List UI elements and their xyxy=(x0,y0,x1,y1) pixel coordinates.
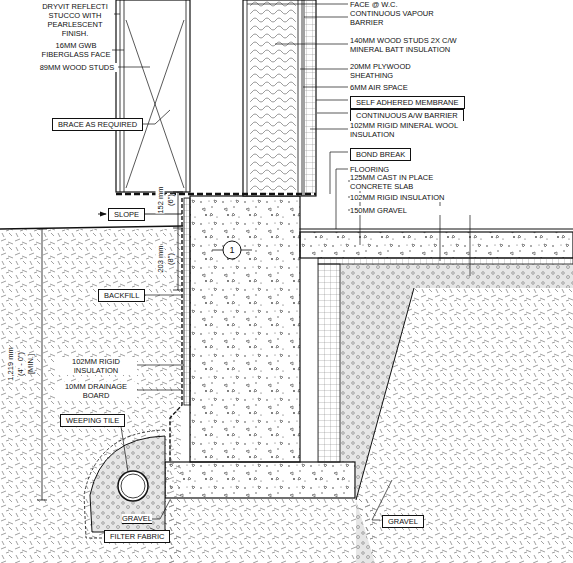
annotation-label: 150MM GRAVEL xyxy=(350,206,490,215)
annotation-label: 140MM WOOD STUDS 2X C/W MINERAL BATT INS… xyxy=(350,36,460,54)
annotation-label: 102MM RIGID MINERAL WOOL INSULATION xyxy=(350,121,470,139)
annotation-label: 89MM WOOD STUDS xyxy=(36,63,118,72)
annotation-label: GRAVEL xyxy=(382,515,424,528)
callout-number: 1 xyxy=(229,246,234,255)
annotation-label: GRAVEL xyxy=(122,514,152,524)
annotation-label: 102MM RIGID INSULATION xyxy=(55,357,137,375)
annotation-label: FILTER FABRIC xyxy=(104,530,170,543)
annotation-label: SELF ADHERED MEMBRANE xyxy=(350,96,465,109)
annotation-label: BRACE AS REQUIRED xyxy=(52,118,143,131)
dimension-text: (6") xyxy=(166,194,175,206)
annotation-label: 10MM DRAINAGE BOARD xyxy=(55,382,137,400)
dimension-text: 152 mm xyxy=(156,186,165,213)
annotation-label: 6MM AIR SPACE xyxy=(350,83,490,92)
dimension-text: 1,219 mm xyxy=(6,347,15,380)
annotation-label: 125MM CAST IN PLACE CONCRETE SLAB xyxy=(350,173,440,191)
annotation-label: 16MM GWB FIBERGLASS FACE xyxy=(40,41,112,59)
dimension-text: [MIN.] xyxy=(26,354,35,374)
dimension-text: (8") xyxy=(166,253,175,265)
annotation-label: SLOPE xyxy=(108,208,145,221)
annotation-label: 20MM PLYWOOD SHEATHING xyxy=(350,62,440,80)
dimension-text: (4' - 0") xyxy=(16,352,25,376)
annotation-label: FACE @ W.C. xyxy=(350,0,490,9)
annotation-label: WEEPING TILE xyxy=(60,414,125,427)
dimension-text: 203 mm xyxy=(156,245,165,272)
annotation-label: 102MM RIGID INSULATION xyxy=(350,193,490,202)
annotation-label: DRYVIT REFLECTI STUCCO WITH PEARLESCENT … xyxy=(36,2,114,38)
annotation-label: BOND BREAK xyxy=(350,148,411,161)
annotation-label: CONTINUOUS VAPOUR BARRIER xyxy=(350,9,460,27)
annotation-label: BACKFILL xyxy=(98,289,145,302)
